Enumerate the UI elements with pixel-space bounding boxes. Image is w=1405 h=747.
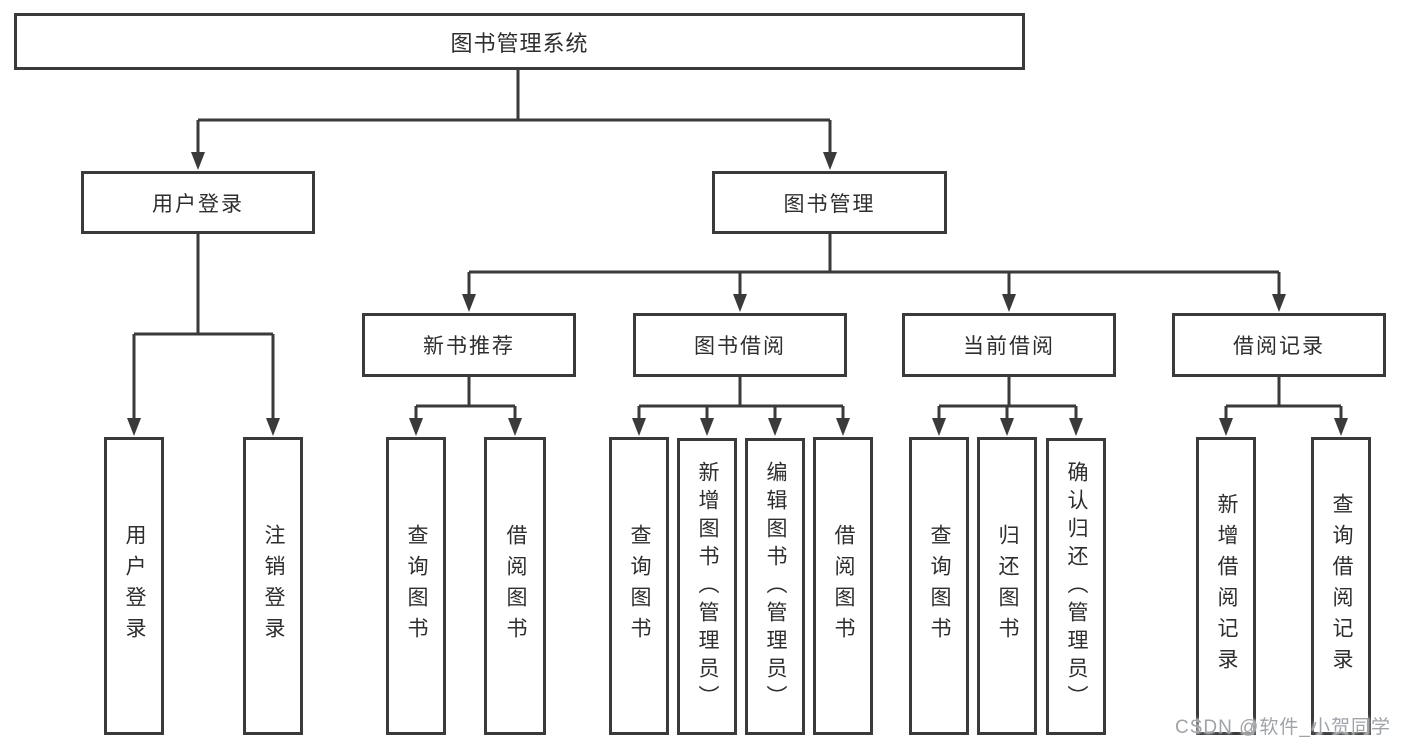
leaf-borrow-books-recommend: 借阅图书 (484, 437, 546, 735)
node-new-book-recommend: 新书推荐 (362, 313, 576, 377)
connector-root-to-level2 (191, 70, 837, 170)
leaf-edit-book-admin: 编辑图书（管理员） (745, 438, 805, 735)
leaf-logout: 注销登录 (243, 437, 303, 735)
connector-new-book-recommend-to-leaves (409, 377, 522, 436)
node-library-system: 图书管理系统 (14, 13, 1025, 70)
connector-user-login-to-leaves (127, 234, 280, 436)
watermark-text: CSDN @软件_小贺同学 (1175, 717, 1391, 738)
leaf-return-book: 归还图书 (977, 437, 1037, 735)
leaf-add-borrow-record: 新增借阅记录 (1196, 437, 1256, 735)
connector-current-borrow-to-leaves (932, 377, 1083, 436)
node-user-login: 用户登录 (81, 171, 315, 234)
leaf-query-books-current: 查询图书 (909, 437, 969, 735)
leaf-add-book-admin: 新增图书（管理员） (677, 438, 737, 735)
leaf-user-login: 用户登录 (104, 437, 164, 735)
node-book-management: 图书管理 (712, 171, 947, 234)
connector-book-borrow-to-leaves (632, 377, 850, 436)
leaf-query-books-borrow: 查询图书 (609, 437, 669, 735)
leaf-borrow-books: 借阅图书 (813, 437, 873, 735)
node-current-borrow: 当前借阅 (902, 313, 1116, 377)
connector-book-management-to-level3 (462, 234, 1286, 312)
node-borrow-records: 借阅记录 (1172, 313, 1386, 377)
leaf-query-books-recommend: 查询图书 (386, 437, 446, 735)
connector-borrow-records-to-leaves (1219, 377, 1348, 436)
node-book-borrow: 图书借阅 (633, 313, 847, 377)
leaf-query-borrow-record: 查询借阅记录 (1311, 437, 1371, 735)
leaf-confirm-return-admin: 确认归还（管理员） (1046, 438, 1106, 735)
